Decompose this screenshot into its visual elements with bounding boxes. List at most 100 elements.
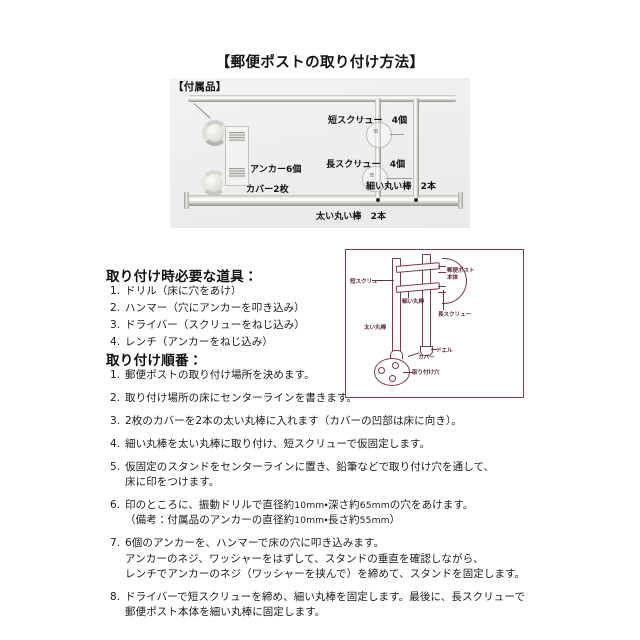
- tool-item-number: 3.: [110, 318, 121, 331]
- leader-line-short-screw: [356, 118, 372, 119]
- step-item: 3. 2枚のカバーを2本の太い丸棒に入れます（カバーの凹部は床に向き）。: [110, 414, 525, 429]
- step-item-number: 4.: [110, 437, 121, 450]
- detail-screw-tick-2: [438, 272, 446, 273]
- step-item: 8. ドライバーで短スクリューを締め、細い丸棒を固定します。最後に、長スクリューで…: [110, 590, 525, 621]
- label-short-screw: 短スクリュー 4個: [328, 116, 408, 126]
- leader-line-cover: [193, 103, 211, 119]
- thin-rod-vertical-right: [413, 98, 419, 198]
- step-item-text: 6個のアンカーを、ハンマーで床の穴に叩き込みます。アンカーのネジ、ワッシャーをは…: [125, 536, 525, 582]
- detail-label-mount-hole: 取り付け穴: [412, 370, 440, 376]
- step-item: 4. 細い丸棒を太い丸棒に取り付け、短スクリューで仮固定します。: [110, 437, 525, 452]
- step-item-line: 取り付け場所の床にセンターラインを書きます。: [125, 391, 358, 404]
- steps-list: 1. 郵便ポストの取り付け場所を決めます。 2. 取り付け場所の床にセンターラインを書…: [110, 368, 525, 628]
- step-item-line: 郵便ポストの取り付け場所を決めます。: [125, 369, 315, 381]
- detail-mount-hole-3: [389, 375, 396, 382]
- anchor-bolt-icon-bottom: [229, 168, 245, 178]
- tool-item-line: ドライバー（スクリューをねじ込み）: [125, 318, 305, 331]
- tool-item-text: ドライバー（スクリューをねじ込み）: [125, 318, 305, 333]
- detail-leader-long-screw: [443, 290, 444, 310]
- rod-end-cap-left: [184, 192, 189, 209]
- detail-screw-tick-4: [438, 292, 446, 293]
- label-thick-rod: 太い丸い棒 2本: [316, 212, 387, 222]
- detail-label-post-body-line1: 郵便ポスト: [447, 268, 475, 274]
- step-item-text: ドライバーで短スクリューを締め、細い丸棒を固定します。最後に、長スクリューで郵便…: [125, 590, 525, 621]
- leader-line-long-screw: [354, 162, 370, 163]
- tool-item: 3. ドライバー（スクリューをねじ込み）: [110, 318, 305, 333]
- detail-label-cover: カバー: [418, 355, 435, 361]
- tool-item-number: 1.: [110, 285, 121, 297]
- step-item-line: 2枚のカバーを2本の太い丸棒に入れます（カバーの凹部は床に向き）。: [125, 414, 462, 427]
- label-cover: カバー2枚: [246, 185, 289, 195]
- assembly-detail-diagram: 短スクリュー 細い丸棒 太い丸棒 郵便ポスト 本体 長スクリュー ドエル カバー…: [345, 249, 524, 398]
- detail-label-short-screw: 短スクリュー: [350, 279, 383, 285]
- step-item-line: ドライバーで短スクリューを締め、細い丸棒を固定します。最後に、長スクリューで: [125, 590, 525, 603]
- detail-label-thick-rod: 太い丸棒: [364, 325, 386, 331]
- step-item-line: 床に印をつけます。: [125, 476, 220, 489]
- step-item: 5. 仮固定のスタンドをセンターラインに置き、鉛筆などで取り付け穴を通して、床に印…: [110, 460, 525, 491]
- step-item-text: 取り付け場所の床にセンターラインを書きます。: [125, 391, 525, 406]
- step-item: 1. 郵便ポストの取り付け場所を決めます。: [110, 368, 525, 383]
- step-item-number: 2.: [110, 391, 121, 404]
- step-item-text: 印のところに、振動ドリルで直径約10mm・深さ約65mmの穴をあけます。（備考：…: [125, 498, 525, 529]
- detail-mount-hole-1: [378, 367, 385, 374]
- tool-item: 1.ドリル（床に穴をあけ）: [110, 284, 305, 299]
- cover-ring-lower: [201, 170, 227, 196]
- step-item-number: 1.: [110, 369, 121, 381]
- detail-cover: [390, 350, 403, 359]
- tool-item-number: 4.: [110, 335, 121, 348]
- step-item-number: 5.: [110, 460, 121, 473]
- steps-heading: 取り付け順番：: [106, 353, 203, 369]
- step-item-line: （備考：付属品のアンカーの直径約10mm・長さ約55mm）: [125, 514, 401, 527]
- anchor-callout-box: [225, 126, 249, 186]
- rod-end-cap-right: [458, 192, 463, 209]
- detail-leader-short-screw: [372, 280, 394, 281]
- detail-label-long-screw: 長スクリュー: [438, 312, 471, 318]
- step-item-line: レンチでアンカーのネジ（ワッシャーを挟んで）を締めて、スタンドを固定します。: [125, 568, 526, 581]
- detail-thin-rod-upper: [395, 262, 441, 273]
- detail-label-post-body-line2: 本体: [447, 275, 458, 281]
- tools-list: 1.ドリル（床に穴をあけ） 2.ハンマー（穴にアンカーを叩き込み） 3. ドライバー（…: [110, 284, 305, 352]
- short-screw-callout-circle: [366, 122, 392, 148]
- leader-line-long-screw-right: [386, 178, 412, 179]
- detail-mount-hole-2: [392, 362, 399, 369]
- thin-rod-horizontal-top: [188, 95, 456, 102]
- step-item-text: 郵便ポストの取り付け場所を決めます。: [125, 368, 525, 383]
- step-item-number: 3.: [110, 414, 121, 427]
- detail-dowel: [420, 346, 433, 356]
- tool-item: 4.レンチ（アンカーをねじ込み）: [110, 335, 305, 350]
- label-long-screw: 長スクリュー 4個: [326, 160, 406, 170]
- step-item-text: 2枚のカバーを2本の太い丸棒に入れます（カバーの凹部は床に向き）。: [125, 414, 525, 429]
- page-title: 【郵便ポストの取り付け方法】: [215, 55, 425, 71]
- detail-label-dowel: ドエル: [436, 348, 453, 354]
- detail-label-thin-rod: 細い丸棒: [402, 299, 424, 305]
- step-item: 6. 印のところに、振動ドリルで直径約10mm・深さ約65mmの穴をあけます。（備…: [110, 498, 525, 529]
- step-item-line: 仮固定のスタンドをセンターラインに置き、鉛筆などで取り付け穴を通して、: [125, 460, 495, 473]
- step-item-line: 細い丸棒を太い丸棒に取り付け、短スクリューで仮固定します。: [125, 437, 431, 450]
- step-item-text: 仮固定のスタンドをセンターラインに置き、鉛筆などで取り付け穴を通して、床に印をつ…: [125, 460, 525, 491]
- step-item-number: 6.: [110, 498, 121, 511]
- thin-rod-vertical-left: [375, 98, 381, 198]
- detail-leader-dowel: [431, 349, 437, 350]
- step-item: 7. 6個のアンカーを、ハンマーで床の穴に叩き込みます。アンカーのネジ、ワッシャー…: [110, 536, 525, 582]
- leader-line-short-screw-right: [390, 134, 404, 135]
- step-item-number: 7.: [110, 537, 121, 550]
- step-item-line: アンカーのネジ、ワッシャーをはずして、スタンドの垂直を確認しながら、: [125, 552, 484, 565]
- detail-screw-tick-3: [438, 286, 446, 287]
- step-item-line: 6個のアンカーを、ハンマーで床の穴に叩き込みます。: [125, 537, 385, 550]
- step-item-text: 細い丸棒を太い丸棒に取り付け、短スクリューで仮固定します。: [125, 437, 525, 452]
- long-screw-icon: ≡: [369, 171, 375, 179]
- tools-heading: 取り付け時必要な道具：: [106, 269, 258, 285]
- cover-ring-upper: [202, 120, 228, 146]
- detail-leader-mount-hole: [403, 372, 413, 373]
- rod-joint-dot-right: [414, 198, 418, 202]
- tool-item-line: ハンマー（穴にアンカーを叩き込み）: [125, 301, 305, 314]
- tool-item: 2.ハンマー（穴にアンカーを叩き込み）: [110, 301, 305, 316]
- label-anchor: アンカー6個: [250, 165, 302, 175]
- detail-thin-rod-lower: [395, 282, 441, 293]
- detail-label-post-body: 郵便ポスト 本体: [447, 268, 475, 282]
- step-item-line: 郵便ポスト本体を細い丸棒に固定します。: [125, 606, 326, 619]
- step-item-number: 8.: [110, 590, 121, 603]
- long-screw-callout-circle: [362, 166, 388, 192]
- detail-leader-thin-rod: [408, 292, 409, 298]
- short-screw-icon: ≡: [373, 127, 379, 135]
